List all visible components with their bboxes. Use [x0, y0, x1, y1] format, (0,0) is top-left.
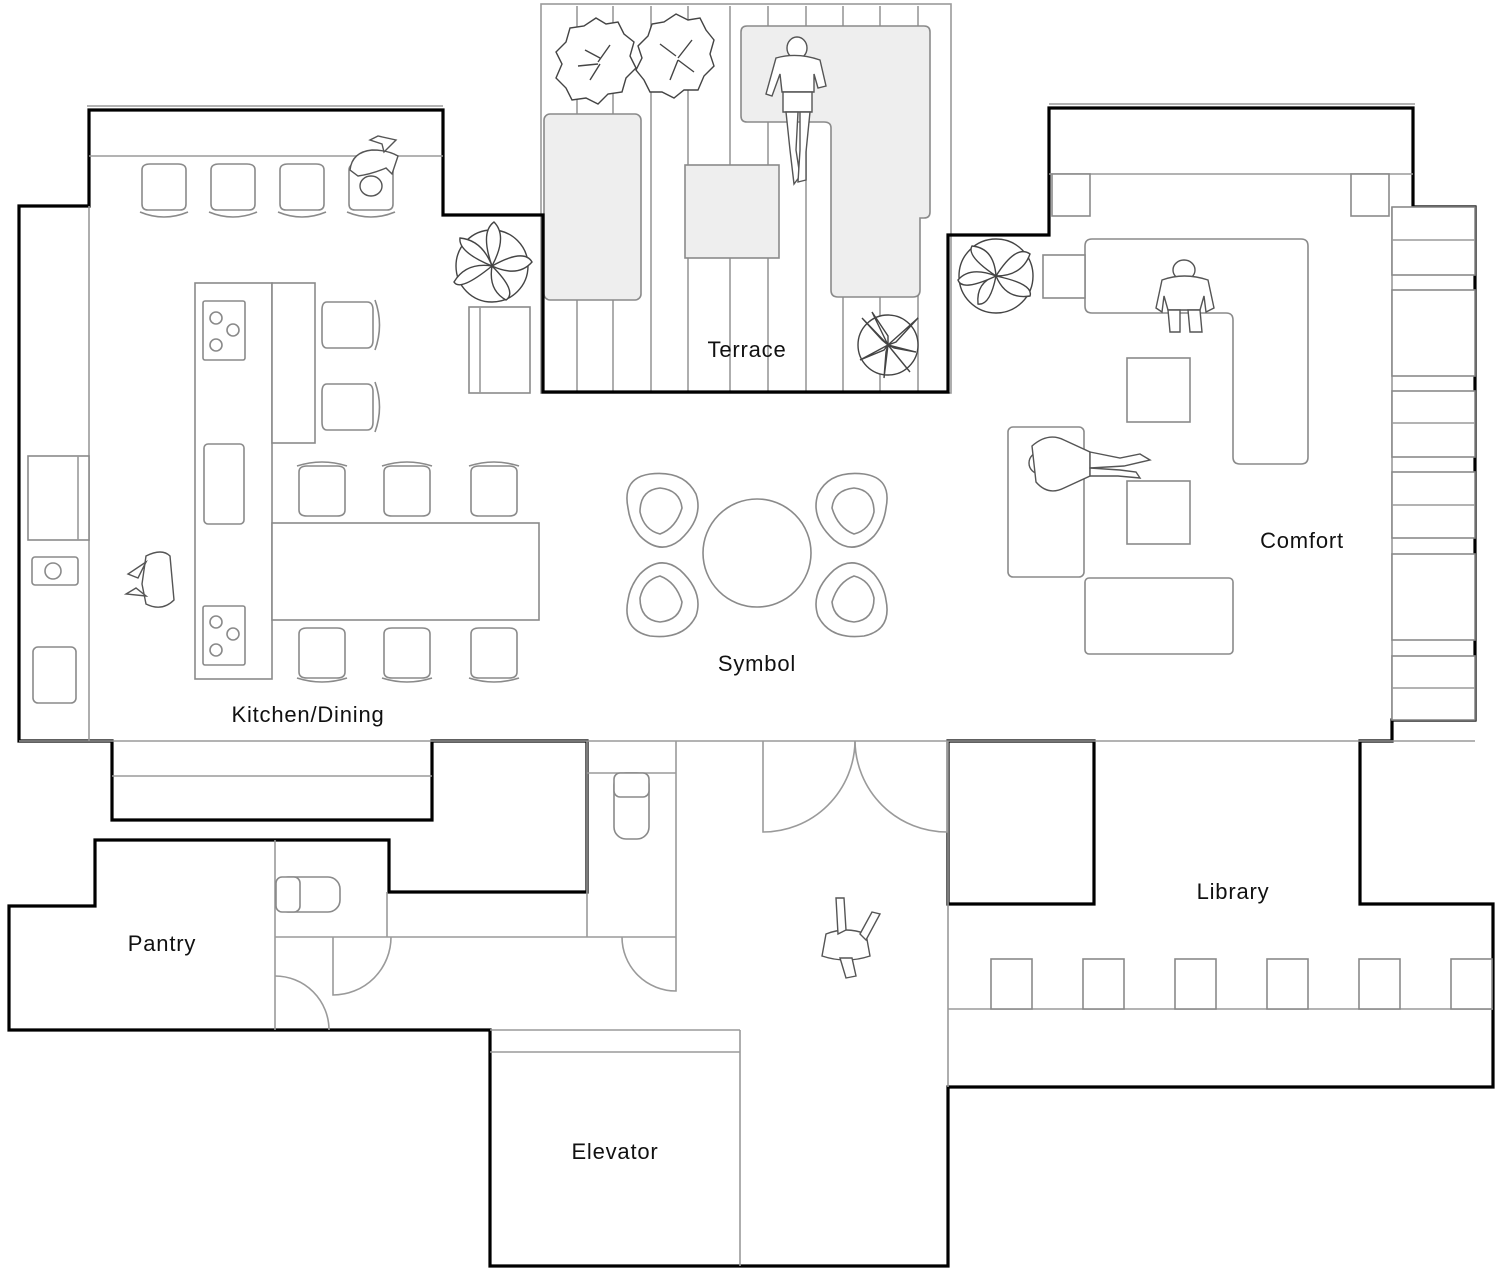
- shelf-unit: [1391, 289, 1476, 377]
- coffee-table: [1126, 480, 1191, 545]
- chair: [296, 461, 348, 517]
- stool: [277, 163, 327, 218]
- armchair: [626, 472, 699, 548]
- plant-icon: [857, 311, 919, 379]
- dining-table: [271, 522, 540, 621]
- library-pillar: [946, 739, 1096, 906]
- person-icon: [123, 551, 175, 608]
- label-elevator: Elevator: [571, 1139, 658, 1164]
- person-icon: [1155, 259, 1215, 333]
- shelf-unit: [1391, 553, 1476, 641]
- stool: [321, 381, 381, 433]
- service-area: [275, 772, 882, 979]
- armchair: [815, 562, 888, 638]
- label-comfort: Comfort: [1260, 528, 1344, 553]
- label-library: Library: [1197, 879, 1270, 904]
- armchair: [815, 472, 888, 548]
- library-seat: [1082, 958, 1125, 1010]
- side-cabinet: [468, 306, 531, 394]
- chair: [381, 627, 433, 683]
- side-table: [1042, 254, 1086, 299]
- label-kitchen-dining: Kitchen/Dining: [231, 702, 384, 727]
- doors: [274, 740, 948, 1031]
- person-icon: [1028, 436, 1152, 492]
- shelf-unit: [1391, 390, 1476, 458]
- comfort-area: [1007, 173, 1476, 721]
- terrace-lounger: [543, 113, 642, 301]
- library-seat: [1174, 958, 1217, 1010]
- library-seat: [990, 958, 1033, 1010]
- round-table: [702, 498, 812, 608]
- terrace-area: [540, 3, 952, 394]
- room-labels: Terrace Comfort Symbol Kitchen/Dining Li…: [128, 337, 1344, 1164]
- bench: [1084, 577, 1234, 655]
- stool: [208, 163, 258, 218]
- kitchen-appliance: [27, 455, 90, 541]
- label-terrace: Terrace: [708, 337, 787, 362]
- chair: [468, 627, 520, 683]
- side-table: [1350, 173, 1390, 217]
- stool: [321, 299, 381, 351]
- label-pantry: Pantry: [128, 931, 196, 956]
- island-sink: [203, 443, 245, 525]
- kitchen-appliance: [32, 646, 77, 704]
- chair: [468, 461, 520, 517]
- chair: [296, 627, 348, 683]
- tree-icon: [635, 13, 715, 99]
- plant-icon: [957, 238, 1034, 314]
- library-seat: [1266, 958, 1309, 1010]
- armchair: [626, 562, 699, 638]
- shelf-unit: [1391, 206, 1476, 276]
- library-seat: [1358, 958, 1401, 1010]
- stool: [139, 163, 189, 218]
- person-icon: [349, 135, 399, 197]
- person-icon: [765, 36, 827, 186]
- l-sofa: [1084, 238, 1309, 465]
- terrace-table: [684, 164, 780, 259]
- plant-icon: [453, 221, 533, 303]
- tree-icon: [555, 17, 637, 105]
- chair: [381, 461, 433, 517]
- island-counter: [271, 282, 316, 444]
- library-seat: [1450, 958, 1493, 1010]
- side-table: [1051, 173, 1091, 217]
- coffee-table: [1126, 357, 1191, 423]
- kitchen-dining-area: [27, 135, 540, 704]
- symbol-area: [626, 472, 888, 638]
- label-symbol: Symbol: [718, 651, 796, 676]
- person-icon: [821, 897, 882, 979]
- library-area: [990, 958, 1493, 1010]
